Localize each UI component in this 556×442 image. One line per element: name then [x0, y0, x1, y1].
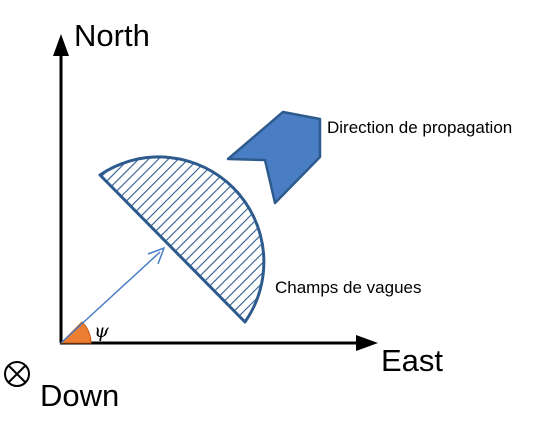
- down-label: Down: [40, 378, 120, 413]
- propagation-label: Direction de propagation: [327, 118, 513, 137]
- direction-vector: [60, 251, 161, 344]
- east-label: East: [381, 343, 444, 378]
- wave-field-label: Champs de vagues: [275, 278, 422, 297]
- wave-field: [98, 155, 266, 324]
- east-arrowhead: [356, 335, 378, 351]
- angle-label: ψ: [94, 320, 109, 342]
- north-label: North: [74, 18, 150, 53]
- propagation-arrow-icon: [226, 110, 322, 205]
- angle-wedge: [59, 321, 92, 344]
- north-arrowhead: [53, 34, 69, 56]
- direction-vector-head: [147, 246, 166, 265]
- circled-times-icon: [4, 361, 30, 387]
